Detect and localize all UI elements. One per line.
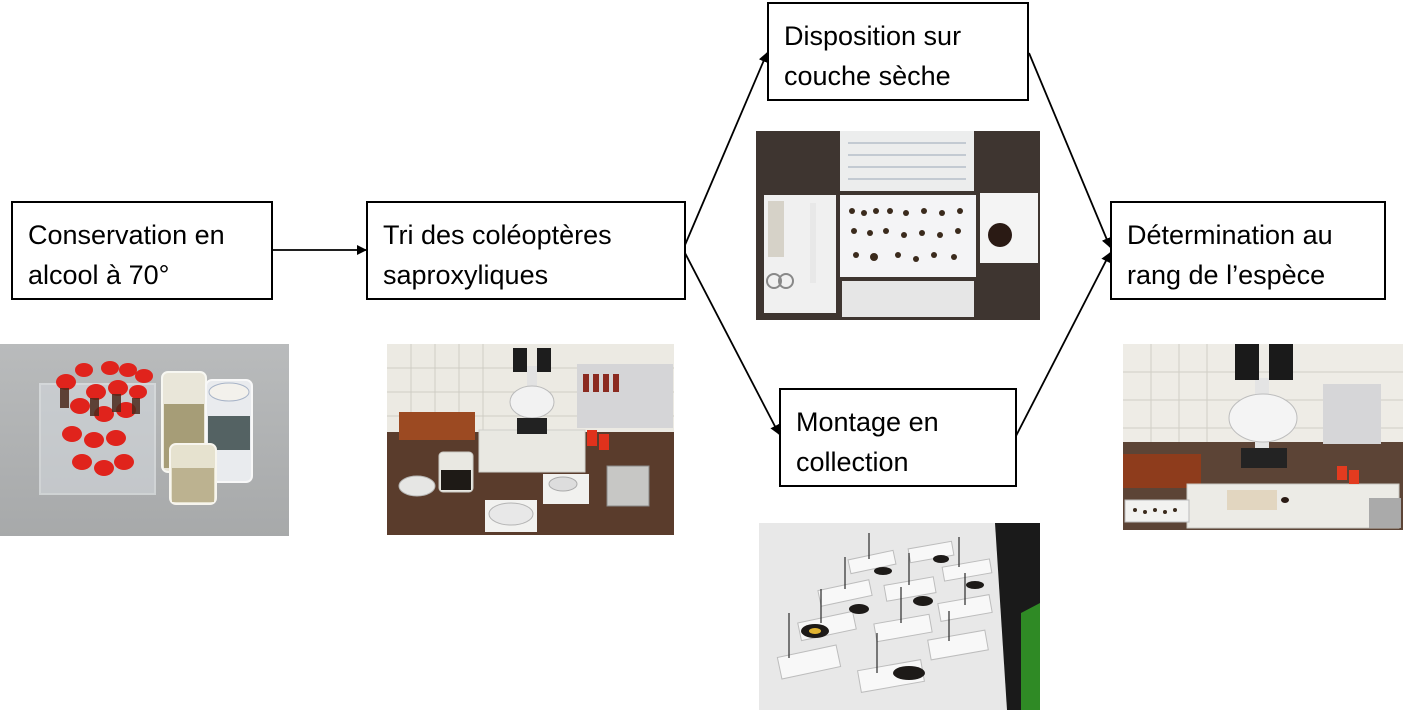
arrow-tri-to-montage xyxy=(684,252,780,435)
pinned-collection-photo xyxy=(759,523,1040,710)
step-disposition: Disposition sur couche sèche xyxy=(767,2,1029,101)
step-label-line2: saproxyliques xyxy=(383,260,549,290)
step-label-line1: Tri des coléoptères xyxy=(383,220,612,250)
identification-microscope-photo xyxy=(1123,344,1403,530)
step-tri: Tri des coléoptères saproxyliques xyxy=(366,201,686,300)
arrow-tri-to-disposition xyxy=(684,52,769,246)
step-label-line2: collection xyxy=(796,447,909,477)
step-label-line1: Conservation en xyxy=(28,220,225,250)
step-montage: Montage en collection xyxy=(779,388,1017,487)
step-label-line2: couche sèche xyxy=(784,61,951,91)
step-conservation: Conservation en alcool à 70° xyxy=(11,201,273,300)
arrow-montage-to-determination xyxy=(1015,252,1111,437)
step-label-line1: Détermination au xyxy=(1127,220,1333,250)
step-determination: Détermination au rang de l’espèce xyxy=(1110,201,1386,300)
microscope-bench-photo xyxy=(387,344,674,535)
step-label-line2: alcool à 70° xyxy=(28,260,170,290)
step-label-line1: Montage en xyxy=(796,407,939,437)
arrow-disposition-to-determination xyxy=(1028,52,1112,248)
step-label-line2: rang de l’espèce xyxy=(1127,260,1326,290)
dry-layer-photo xyxy=(756,131,1040,320)
specimen-vials-photo xyxy=(0,344,289,536)
step-label-line1: Disposition sur xyxy=(784,21,962,51)
